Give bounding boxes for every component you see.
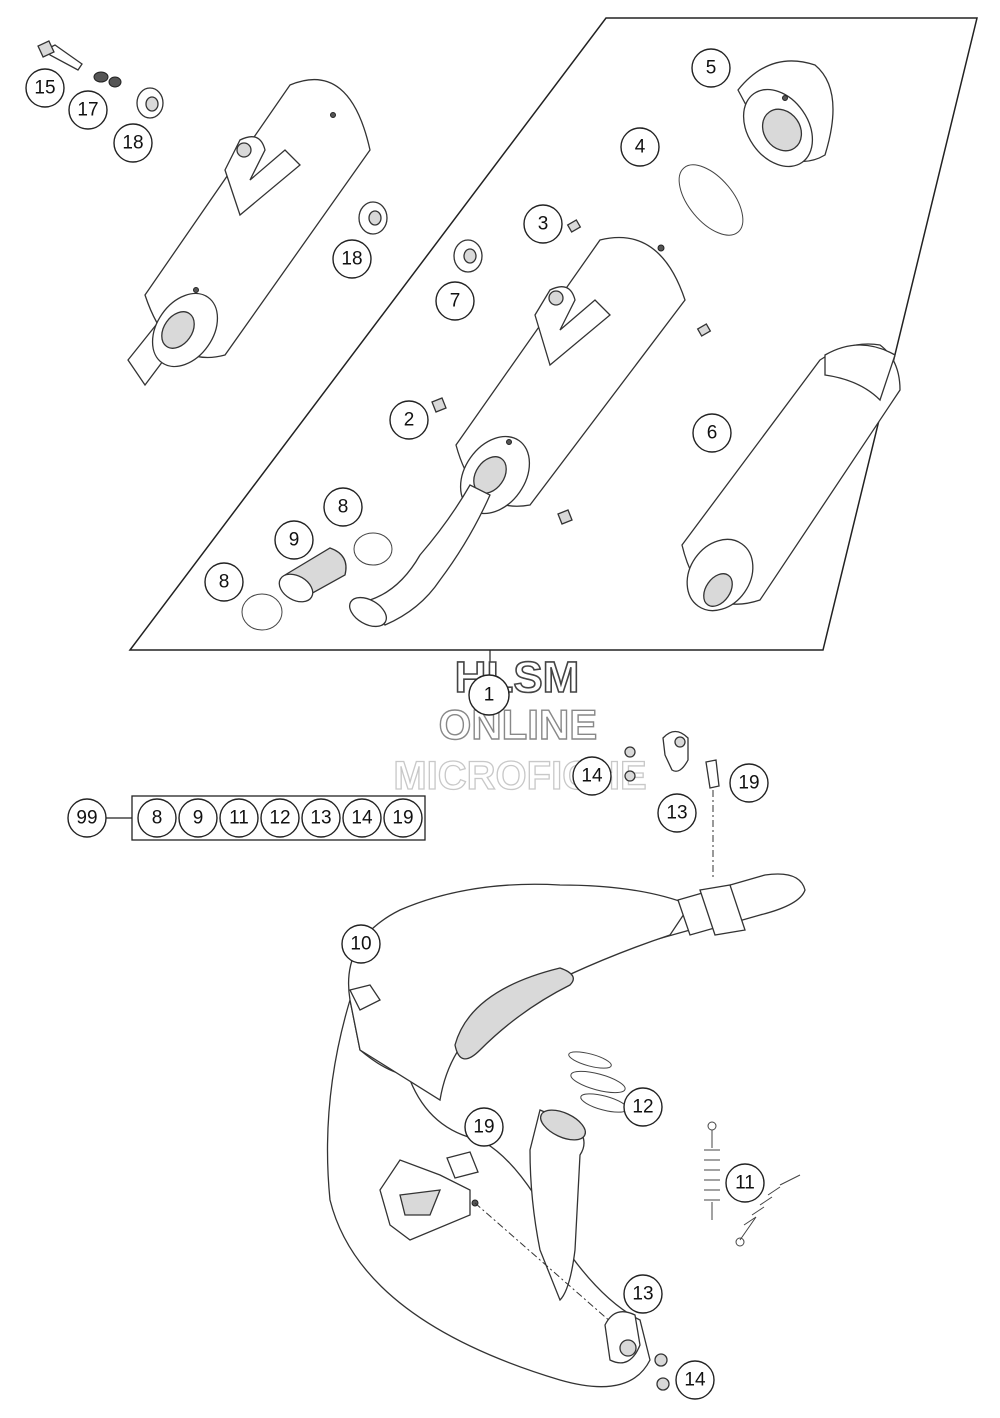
callout-13-lower: 13	[623, 1274, 663, 1314]
callout-19-upper-label: 19	[738, 773, 759, 794]
outer-sleeve-6-part	[681, 343, 901, 612]
bracket-13-lower-part	[604, 1311, 641, 1364]
rivet-lower-part	[557, 509, 573, 525]
end-cap-5-part	[737, 60, 834, 168]
kit-99-items: 8 9 11 12 13 14 19	[137, 798, 423, 838]
callout-99: 99	[67, 798, 107, 838]
expansion-chamber-10-part	[326, 873, 806, 1388]
sleeve-9-part	[278, 547, 347, 603]
callout-11: 11	[725, 1163, 765, 1203]
callout-13-upper-label: 13	[666, 803, 687, 824]
kit-item-label: 8	[152, 808, 163, 829]
callout-12: 12	[623, 1087, 663, 1127]
lower-dash-line	[474, 1202, 621, 1331]
callout-10: 10	[341, 924, 381, 964]
callout-18-mid: 18	[332, 239, 372, 279]
bracket-13-upper-part	[662, 730, 689, 772]
inlet-pipe-part	[349, 484, 491, 628]
callout-14-upper-label: 14	[581, 766, 603, 787]
callout-3: 3	[523, 204, 563, 244]
kit-item-label: 9	[193, 808, 204, 829]
seal-8-right-part	[353, 532, 393, 566]
callout-1-label: 1	[484, 685, 495, 706]
kit-item-callout: 9	[178, 798, 218, 838]
rivet-2-part	[431, 397, 447, 413]
callout-17-label: 17	[77, 100, 98, 121]
callout-14-lower-label: 14	[684, 1370, 706, 1391]
callout-12-label: 12	[632, 1097, 653, 1118]
callout-7-label: 7	[450, 291, 461, 312]
bolts-14-upper-part	[624, 746, 636, 782]
callout-8-left-label: 8	[219, 572, 230, 593]
kit-item-label: 12	[269, 808, 290, 829]
silencer-assembly-frame	[128, 17, 978, 651]
kit-item-label: 19	[392, 808, 413, 829]
callout-1: 1	[468, 674, 510, 716]
springs-11-part	[704, 1121, 801, 1247]
washer-17-part	[93, 71, 122, 88]
kit-item-label: 11	[229, 808, 249, 829]
kit-item-label: 14	[351, 808, 373, 829]
screw-3-part	[566, 219, 582, 233]
callout-14-upper: 14	[572, 756, 612, 796]
callout-15: 15	[25, 68, 65, 108]
kit-item-callout: 11	[219, 798, 259, 838]
kit-item-callout: 19	[383, 798, 423, 838]
callout-18-mid-label: 18	[341, 249, 362, 270]
callout-4-label: 4	[635, 137, 646, 158]
bolt-15-part	[37, 40, 83, 71]
rings-12-part	[568, 1051, 628, 1113]
callout-17: 17	[68, 90, 108, 130]
callout-13-lower-label: 13	[632, 1284, 653, 1305]
kit-item-callout: 12	[260, 798, 300, 838]
callout-18-top: 18	[113, 123, 153, 163]
grommet-18-mid-part	[358, 201, 388, 235]
callout-6: 6	[692, 413, 732, 453]
callout-8-right-label: 8	[338, 497, 349, 518]
callout-5-label: 5	[706, 58, 717, 79]
callout-6-label: 6	[707, 423, 718, 444]
callout-13-upper: 13	[657, 793, 697, 833]
callout-11-label: 11	[735, 1173, 755, 1194]
callout-15-label: 15	[34, 78, 55, 99]
callout-19-lower: 19	[464, 1107, 504, 1147]
kit-item-label: 13	[310, 808, 331, 829]
callout-4: 4	[620, 127, 660, 167]
callout-19-lower-label: 19	[473, 1117, 494, 1138]
callout-8-left: 8	[204, 562, 244, 602]
grommet-7-part	[453, 239, 483, 273]
silencer-body-part	[455, 236, 686, 515]
bolts-14-lower-part	[654, 1353, 670, 1391]
clip-19-lower-part	[446, 1151, 479, 1179]
callout-2-label: 2	[404, 410, 415, 431]
screw-small-part	[696, 323, 712, 337]
grommet-18-top-part	[136, 87, 164, 119]
callout-10-label: 10	[350, 934, 371, 955]
callout-3-label: 3	[538, 214, 549, 235]
kit-item-callout: 8	[137, 798, 177, 838]
callout-9: 9	[274, 520, 314, 560]
watermark-line-2: ONLINE	[439, 701, 598, 748]
reference-silencer	[127, 79, 371, 387]
clip-19-upper-part	[705, 759, 720, 789]
callout-2: 2	[389, 400, 429, 440]
callout-99-label: 99	[76, 808, 97, 829]
callout-19-upper: 19	[729, 763, 769, 803]
o-ring-4-part	[678, 164, 744, 236]
callout-18-top-label: 18	[122, 133, 143, 154]
callout-8-right: 8	[323, 487, 363, 527]
kit-item-callout: 14	[342, 798, 382, 838]
callout-5: 5	[691, 48, 731, 88]
kit-item-callout: 13	[301, 798, 341, 838]
callout-14-lower: 14	[675, 1360, 715, 1400]
callout-9-label: 9	[289, 530, 300, 551]
callout-7: 7	[435, 281, 475, 321]
seal-8-left-part	[241, 593, 283, 631]
